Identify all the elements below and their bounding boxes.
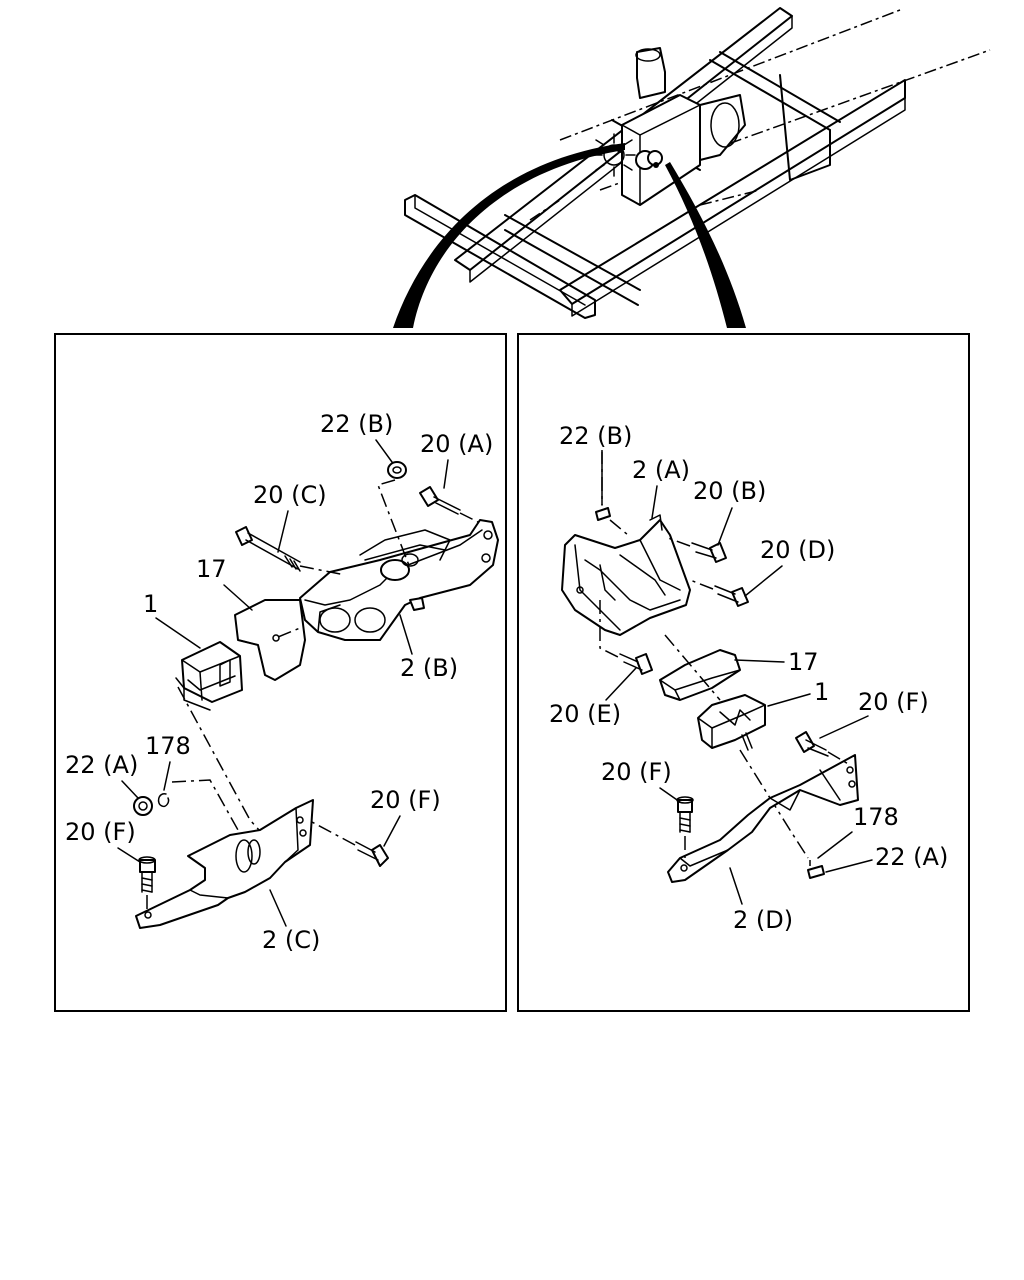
left-panel-frame <box>54 333 507 1012</box>
chassis-overview <box>404 7 991 319</box>
label-178-r: 178 <box>853 803 899 831</box>
label-2b: 2 (B) <box>400 654 458 682</box>
label-22a: 22 (A) <box>65 751 138 779</box>
label-22b-r: 22 (B) <box>559 422 632 450</box>
label-20b: 20 (B) <box>693 477 766 505</box>
right-panel-frame <box>517 333 970 1012</box>
label-20f-lower: 20 (F) <box>65 818 136 846</box>
label-20e: 20 (E) <box>549 700 621 728</box>
label-20f-right: 20 (F) <box>858 688 929 716</box>
label-178: 178 <box>145 732 191 760</box>
label-1-r: 1 <box>814 678 829 706</box>
label-2d: 2 (D) <box>733 906 793 934</box>
label-20f-upper: 20 (F) <box>370 786 441 814</box>
left-panel-drawing <box>133 461 499 929</box>
label-20c: 20 (C) <box>253 481 327 509</box>
label-17: 17 <box>196 555 227 583</box>
label-20a: 20 (A) <box>420 430 493 458</box>
label-20d: 20 (D) <box>760 536 835 564</box>
label-1: 1 <box>143 590 158 618</box>
label-22b: 22 (B) <box>320 410 393 438</box>
callout-arcs <box>393 143 746 328</box>
label-2a: 2 (A) <box>632 456 690 484</box>
label-22a-r: 22 (A) <box>875 843 948 871</box>
right-panel-drawing <box>561 450 859 883</box>
right-labels: 22 (B) 2 (A) 20 (B) 20 (D) 17 1 20 (E) 2… <box>549 422 948 934</box>
label-17-r: 17 <box>788 648 819 676</box>
left-labels: 22 (B) 20 (A) 20 (C) 17 1 2 (B) 22 (A) 1… <box>65 410 493 954</box>
label-2c: 2 (C) <box>262 926 320 954</box>
label-20f-left: 20 (F) <box>601 758 672 786</box>
